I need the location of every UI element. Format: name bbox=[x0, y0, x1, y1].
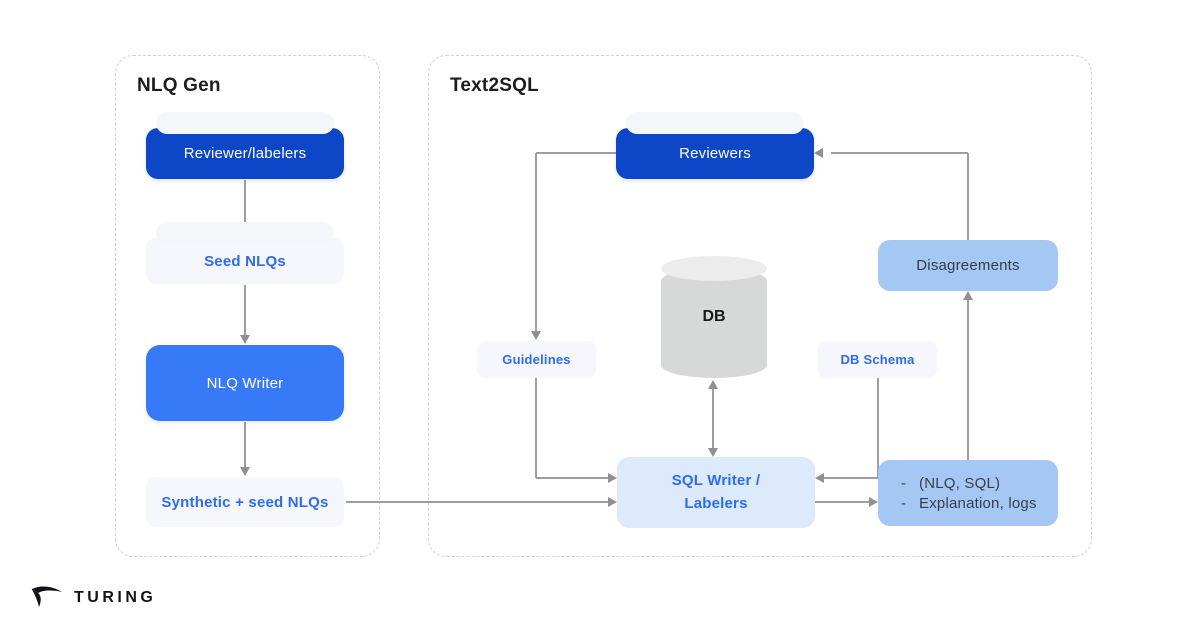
node-db-schema-label: DB Schema bbox=[840, 352, 915, 367]
connector-nlqwriter-synthetic bbox=[244, 422, 246, 468]
node-db-schema: DB Schema bbox=[818, 341, 937, 378]
node-sql-writer-labelers-label: SQL Writer / Labelers bbox=[671, 472, 761, 512]
connector-reviewers-guidelines-v bbox=[535, 153, 537, 332]
arrowhead-right-icon bbox=[608, 497, 617, 507]
arrowhead-right-icon bbox=[869, 497, 878, 507]
node-guidelines-label: Guidelines bbox=[502, 352, 571, 367]
node-nlq-writer: NLQ Writer bbox=[146, 345, 344, 421]
list-item-bullet: - bbox=[901, 494, 907, 512]
connector-sqlwriter-outputs bbox=[815, 501, 869, 503]
list-item-text: (NLQ, SQL) bbox=[919, 474, 1001, 492]
node-synthetic-seed-nlqs: Synthetic + seed NLQs bbox=[146, 477, 344, 527]
connector-reviewers-guidelines-h bbox=[536, 152, 616, 154]
connector-db-sqlwriter bbox=[712, 388, 714, 449]
node-reviewer-labelers-label: Reviewer/labelers bbox=[183, 145, 307, 162]
arrowhead-right-icon bbox=[608, 473, 617, 483]
arrowhead-down-icon bbox=[531, 331, 541, 340]
node-nlq-writer-label: NLQ Writer bbox=[206, 374, 284, 392]
connector-dbschema-sqlwriter-h bbox=[824, 477, 878, 479]
arrowhead-down-icon bbox=[240, 467, 250, 476]
arrowhead-down-icon bbox=[708, 448, 718, 457]
db-cylinder-body bbox=[661, 268, 767, 378]
node-sql-writer-labelers: SQL Writer / Labelers bbox=[617, 457, 815, 528]
node-reviewer-labelers: Reviewer/labelers bbox=[146, 112, 344, 179]
node-disagreements: Disagreements bbox=[878, 240, 1058, 291]
node-seed-nlqs-label: Seed NLQs bbox=[204, 252, 286, 270]
arrowhead-left-icon bbox=[814, 148, 823, 158]
connector-outputs-disagreements bbox=[967, 300, 969, 460]
db-cylinder-top bbox=[661, 256, 767, 281]
arrowhead-up-icon bbox=[963, 291, 973, 300]
node-outputs-list: - (NLQ, SQL) - Explanation, logs bbox=[878, 475, 1037, 512]
node-db: DB bbox=[661, 256, 767, 378]
connector-disagreements-reviewers-h bbox=[831, 152, 968, 154]
list-item-bullet: - bbox=[901, 474, 907, 492]
arrowhead-down-icon bbox=[240, 335, 250, 344]
node-seed-nlqs: Seed NLQs bbox=[146, 222, 344, 284]
turing-falcon-icon bbox=[31, 586, 62, 607]
node-db-label: DB bbox=[702, 308, 726, 325]
connector-synthetic-sqlwriter bbox=[346, 501, 608, 503]
node-reviewers: Reviewers bbox=[616, 112, 814, 179]
node-outputs: - (NLQ, SQL) - Explanation, logs bbox=[878, 460, 1058, 526]
list-item: - Explanation, logs bbox=[901, 495, 1037, 512]
node-reviewers-label: Reviewers bbox=[679, 145, 751, 162]
node-guidelines: Guidelines bbox=[477, 341, 596, 378]
panel-title-text2sql: Text2SQL bbox=[450, 75, 539, 96]
list-item: - (NLQ, SQL) bbox=[901, 475, 1037, 492]
connector-guidelines-sqlwriter-h bbox=[536, 477, 608, 479]
connector-dbschema-sqlwriter-v bbox=[877, 378, 879, 478]
node-disagreements-label: Disagreements bbox=[916, 257, 1020, 274]
connector-reviewerlabelers-seednlqs bbox=[244, 180, 246, 230]
arrowhead-up-icon bbox=[708, 380, 718, 389]
panel-title-nlq-gen: NLQ Gen bbox=[137, 75, 221, 96]
node-synthetic-seed-nlqs-label: Synthetic + seed NLQs bbox=[161, 493, 329, 511]
brand-name: TURING bbox=[74, 589, 157, 606]
list-item-text: Explanation, logs bbox=[919, 494, 1037, 512]
arrowhead-left-icon bbox=[815, 473, 824, 483]
connector-guidelines-sqlwriter-v bbox=[535, 378, 537, 478]
connector-seednlqs-nlqwriter bbox=[244, 285, 246, 336]
connector-disagreements-reviewers-v bbox=[967, 153, 969, 240]
brand-logo: TURING bbox=[30, 583, 156, 613]
